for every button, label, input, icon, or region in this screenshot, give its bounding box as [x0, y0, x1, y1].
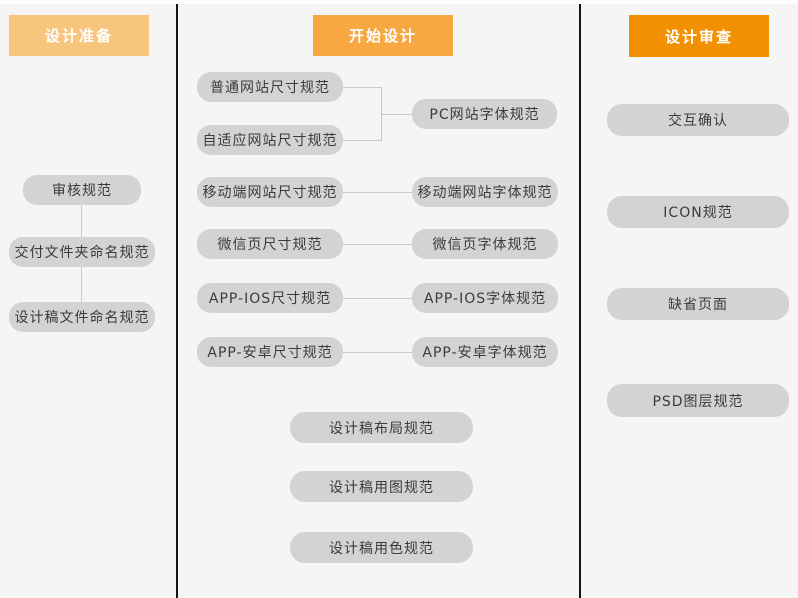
node-app-android-size-spec: APP-安卓尺寸规范: [197, 337, 343, 367]
connector-line: [343, 192, 412, 193]
node-adaptive-website-size-spec: 自适应网站尺寸规范: [197, 125, 343, 155]
connector-line: [81, 267, 82, 302]
connector-line: [343, 244, 412, 245]
header-design-preparation: 设计准备: [9, 15, 149, 56]
node-icon-spec: ICON规范: [607, 196, 789, 228]
connector-line: [343, 352, 412, 353]
node-design-color-spec: 设计稿用色规范: [290, 532, 473, 563]
header-start-design: 开始设计: [313, 15, 453, 56]
node-app-android-font-spec: APP-安卓字体规范: [412, 337, 558, 367]
connector-line: [343, 87, 382, 88]
node-mobile-website-size-spec: 移动端网站尺寸规范: [197, 177, 343, 207]
node-delivery-folder-naming-spec: 交付文件夹命名规范: [9, 237, 155, 267]
node-interaction-confirm: 交互确认: [607, 104, 789, 136]
node-wechat-page-font-spec: 微信页字体规范: [412, 229, 558, 259]
node-mobile-website-font-spec: 移动端网站字体规范: [412, 177, 558, 207]
column-divider-left: [176, 4, 178, 598]
connector-line: [81, 205, 82, 237]
connector-line: [343, 298, 412, 299]
node-app-ios-font-spec: APP-IOS字体规范: [412, 283, 558, 313]
node-design-layout-spec: 设计稿布局规范: [290, 412, 473, 443]
node-review-spec: 审核规范: [23, 175, 141, 205]
top-margin: [0, 0, 798, 4]
node-design-image-spec: 设计稿用图规范: [290, 471, 473, 502]
connector-line: [343, 140, 382, 141]
node-app-ios-size-spec: APP-IOS尺寸规范: [197, 283, 343, 313]
node-default-page: 缺省页面: [607, 288, 789, 320]
node-normal-website-size-spec: 普通网站尺寸规范: [197, 72, 343, 102]
node-psd-layer-spec: PSD图层规范: [607, 384, 789, 417]
node-wechat-page-size-spec: 微信页尺寸规范: [197, 229, 343, 259]
node-pc-website-font-spec: PC网站字体规范: [412, 99, 557, 129]
header-design-review: 设计审查: [629, 15, 769, 57]
node-design-file-naming-spec: 设计稿文件命名规范: [9, 302, 155, 332]
connector-line: [381, 114, 412, 115]
column-divider-right: [579, 4, 581, 598]
